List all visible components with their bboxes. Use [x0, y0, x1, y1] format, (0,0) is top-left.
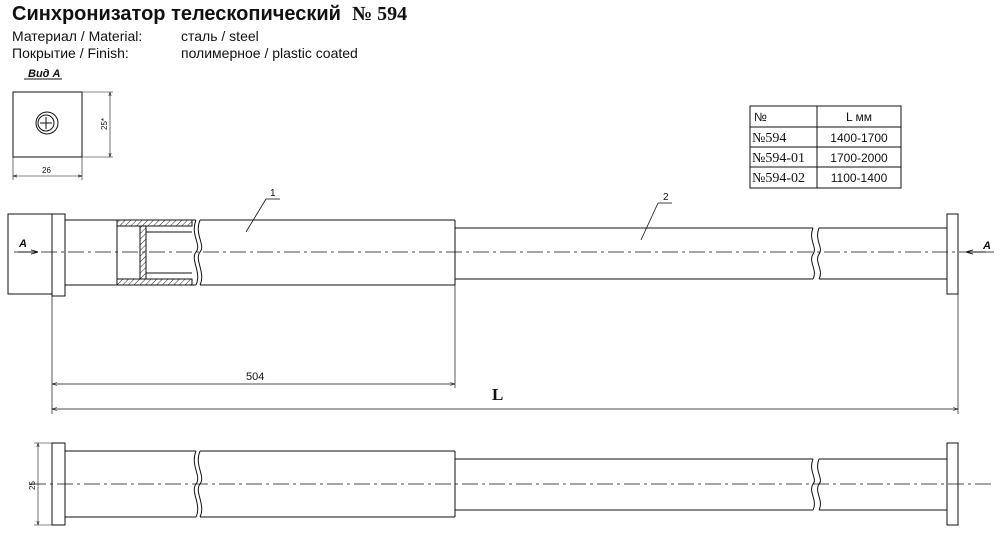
section-marker-left: A: [18, 238, 27, 250]
finish-value: полимерное / plastic coated: [181, 45, 358, 61]
table-row-2-length: 1700-2000: [830, 151, 888, 165]
title-number: № 594: [352, 3, 408, 25]
top-view: [30, 442, 994, 526]
view-a: Вид А 25* 26: [12, 68, 113, 180]
view-a-label: Вид А: [28, 68, 61, 80]
dimension-lines: [51, 285, 959, 414]
right-flange: [946, 213, 959, 295]
section-marker-right: A: [982, 240, 991, 252]
size-table: № L мм №594 1400-1700 №594-01 1700-2000 …: [749, 105, 902, 189]
dim-504: 504: [246, 371, 264, 383]
callout-1: 1: [270, 188, 276, 199]
table-row-3-length: 1100-1400: [831, 171, 888, 185]
finish-label: Покрытие / Finish:: [12, 45, 129, 61]
table-row-1-code: №594: [752, 131, 786, 146]
view-a-height-dim: 25*: [100, 118, 109, 130]
section-frame-left: [7, 213, 53, 295]
view-a-hole: [35, 111, 59, 135]
table-header-length: L мм: [846, 110, 872, 124]
callout-2-leader: [640, 202, 672, 241]
title-text: Синхронизатор телескопический: [12, 3, 341, 25]
view-a-width-dim: 26: [42, 166, 51, 175]
callout-1-leader: [245, 198, 280, 233]
table-row-2-code: №594-01: [752, 151, 805, 166]
side-view: [7, 213, 994, 297]
material-label: Материал / Material:: [12, 28, 143, 44]
view-a-square: [12, 91, 83, 158]
table-row-1-length: 1400-1700: [830, 131, 888, 145]
drawing-title: Синхронизатор телескопический № 594: [12, 3, 407, 26]
left-flange: [51, 213, 66, 297]
dim-L: L: [492, 385, 503, 404]
callout-2: 2: [663, 192, 669, 203]
table-row-3-code: №594-02: [752, 171, 805, 186]
material-value: сталь / steel: [181, 28, 259, 44]
dim-25: 25: [28, 481, 37, 490]
table-header-number: №: [754, 110, 767, 124]
